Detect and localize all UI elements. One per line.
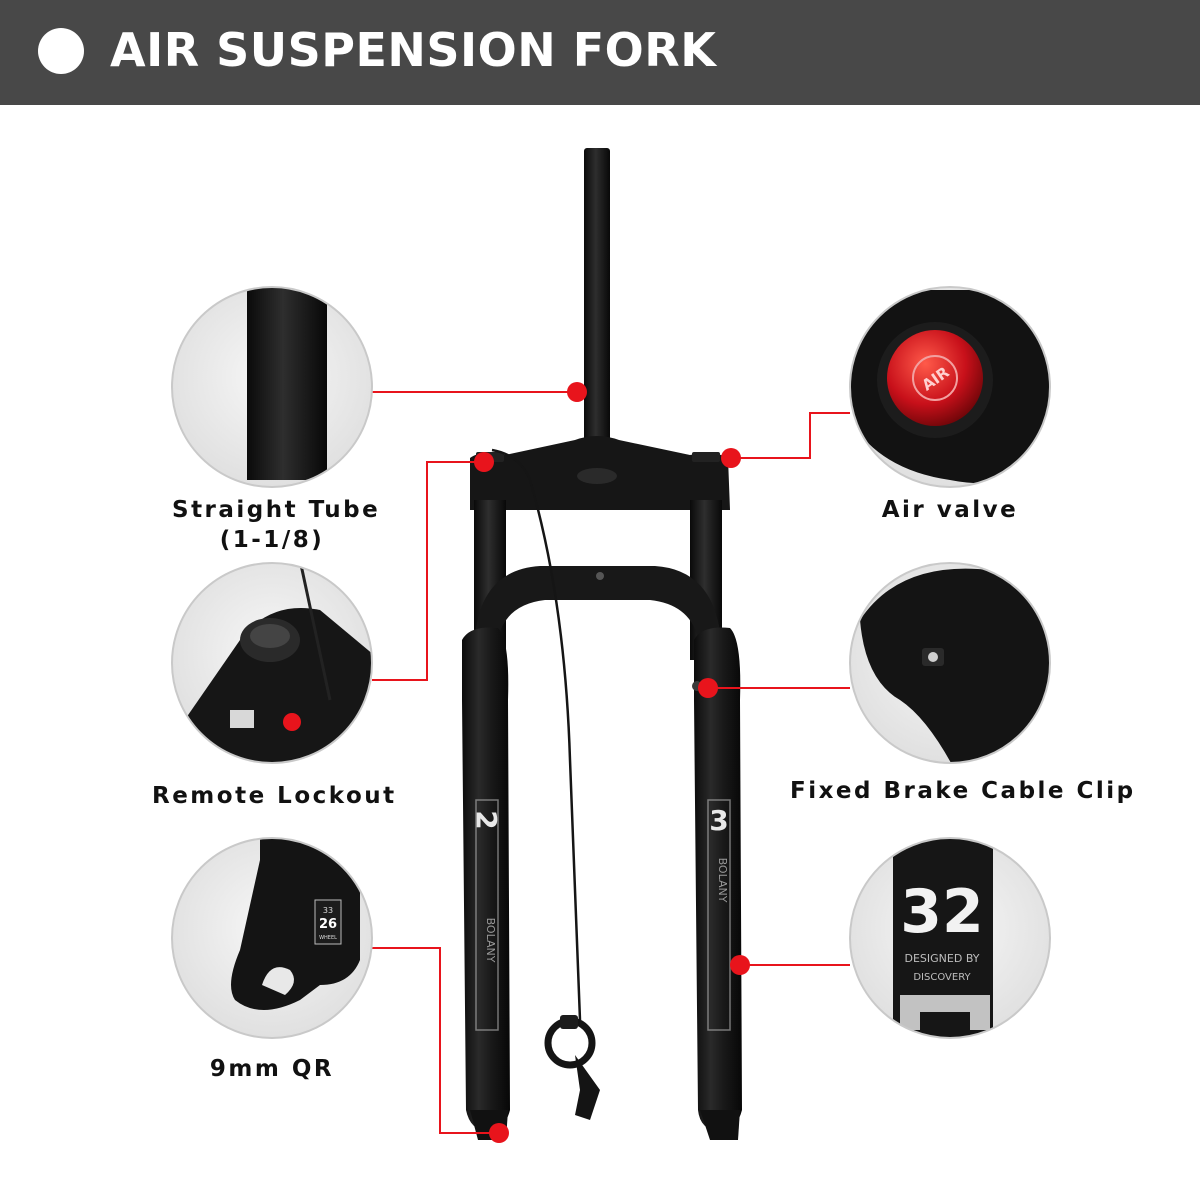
svg-text:WHEEL: WHEEL bbox=[319, 935, 337, 941]
left-leg-text: BOLANY bbox=[484, 918, 497, 963]
left-leg-number: 2 bbox=[470, 810, 503, 829]
detail-decal: 32 DESIGNED BY DISCOVERY bbox=[849, 837, 1051, 1039]
callout-lines bbox=[372, 391, 850, 1134]
fork-body: 2 3 BOLANY BOLANY bbox=[462, 148, 742, 1140]
fork-arch bbox=[474, 566, 722, 650]
dot-qr bbox=[489, 1123, 509, 1143]
svg-text:33: 33 bbox=[323, 906, 333, 915]
label-air-valve: Air valve bbox=[881, 497, 1019, 523]
svg-text:26: 26 bbox=[319, 917, 337, 932]
decal-number: 32 bbox=[900, 877, 984, 947]
detail-qr: 33 26 WHEEL bbox=[171, 837, 373, 1039]
dot-remote-lockout bbox=[474, 452, 494, 472]
detail-remote-lockout bbox=[171, 562, 373, 764]
dot-decal bbox=[730, 955, 750, 975]
remote-cable bbox=[491, 448, 582, 1021]
detail-air-valve: AIR bbox=[849, 286, 1051, 488]
label-straight-tube-line2: (1-1/8) bbox=[219, 527, 325, 553]
label-straight-tube-line1: Straight Tube bbox=[172, 497, 381, 523]
line-air-valve bbox=[731, 412, 850, 459]
page-title: AIR SUSPENSION FORK bbox=[110, 23, 717, 77]
label-remote-lockout: Remote Lockout bbox=[152, 783, 397, 809]
line-remote-lockout bbox=[372, 461, 484, 681]
callout-dots bbox=[474, 382, 750, 1143]
right-leg-number: 3 bbox=[709, 804, 728, 837]
dot-straight-tube bbox=[567, 382, 587, 402]
label-straight-tube: Straight Tube (1-1/8) bbox=[172, 495, 381, 555]
header-bar: AIR SUSPENSION FORK bbox=[0, 0, 1200, 105]
steerer-tube bbox=[584, 148, 610, 448]
label-qr: 9mm QR bbox=[209, 1056, 335, 1082]
decal-line1: DESIGNED BY bbox=[905, 952, 980, 965]
dot-brake-clip bbox=[698, 678, 718, 698]
detail-brake-clip bbox=[849, 562, 1051, 764]
line-qr bbox=[372, 947, 499, 1134]
dot-air-valve bbox=[721, 448, 741, 468]
left-lower-leg bbox=[462, 627, 510, 1132]
remote-lever bbox=[544, 1015, 600, 1120]
detail-straight-tube bbox=[171, 286, 373, 488]
label-brake-clip: Fixed Brake Cable Clip bbox=[790, 778, 1136, 804]
right-leg-text: BOLANY bbox=[716, 858, 729, 903]
header-bullet-icon bbox=[38, 28, 84, 74]
decal-line2: DISCOVERY bbox=[913, 972, 971, 983]
